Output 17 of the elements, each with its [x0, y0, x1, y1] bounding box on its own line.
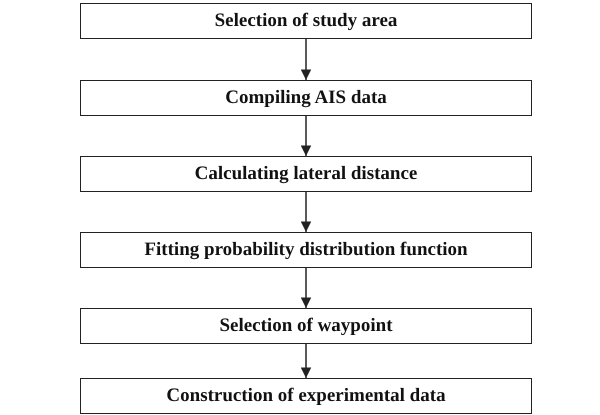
arrow: [300, 344, 312, 378]
process-box: [80, 378, 532, 414]
box-label: Selection of waypoint: [219, 315, 393, 337]
box-label: Calculating lateral distance: [194, 163, 418, 185]
process-box: [80, 308, 532, 344]
process-box: [80, 80, 532, 116]
process-box: [80, 232, 532, 268]
box-label: Fitting probability distribution function: [144, 239, 468, 261]
box-label: Construction of experimental data: [166, 385, 446, 407]
box-label: Selection of study area: [214, 10, 398, 32]
process-box: [80, 156, 532, 192]
arrow: [300, 39, 312, 80]
box-label: Compiling AIS data: [225, 87, 387, 109]
arrow: [300, 192, 312, 232]
process-box: [80, 3, 532, 39]
arrow: [300, 116, 312, 156]
arrow: [300, 268, 312, 308]
